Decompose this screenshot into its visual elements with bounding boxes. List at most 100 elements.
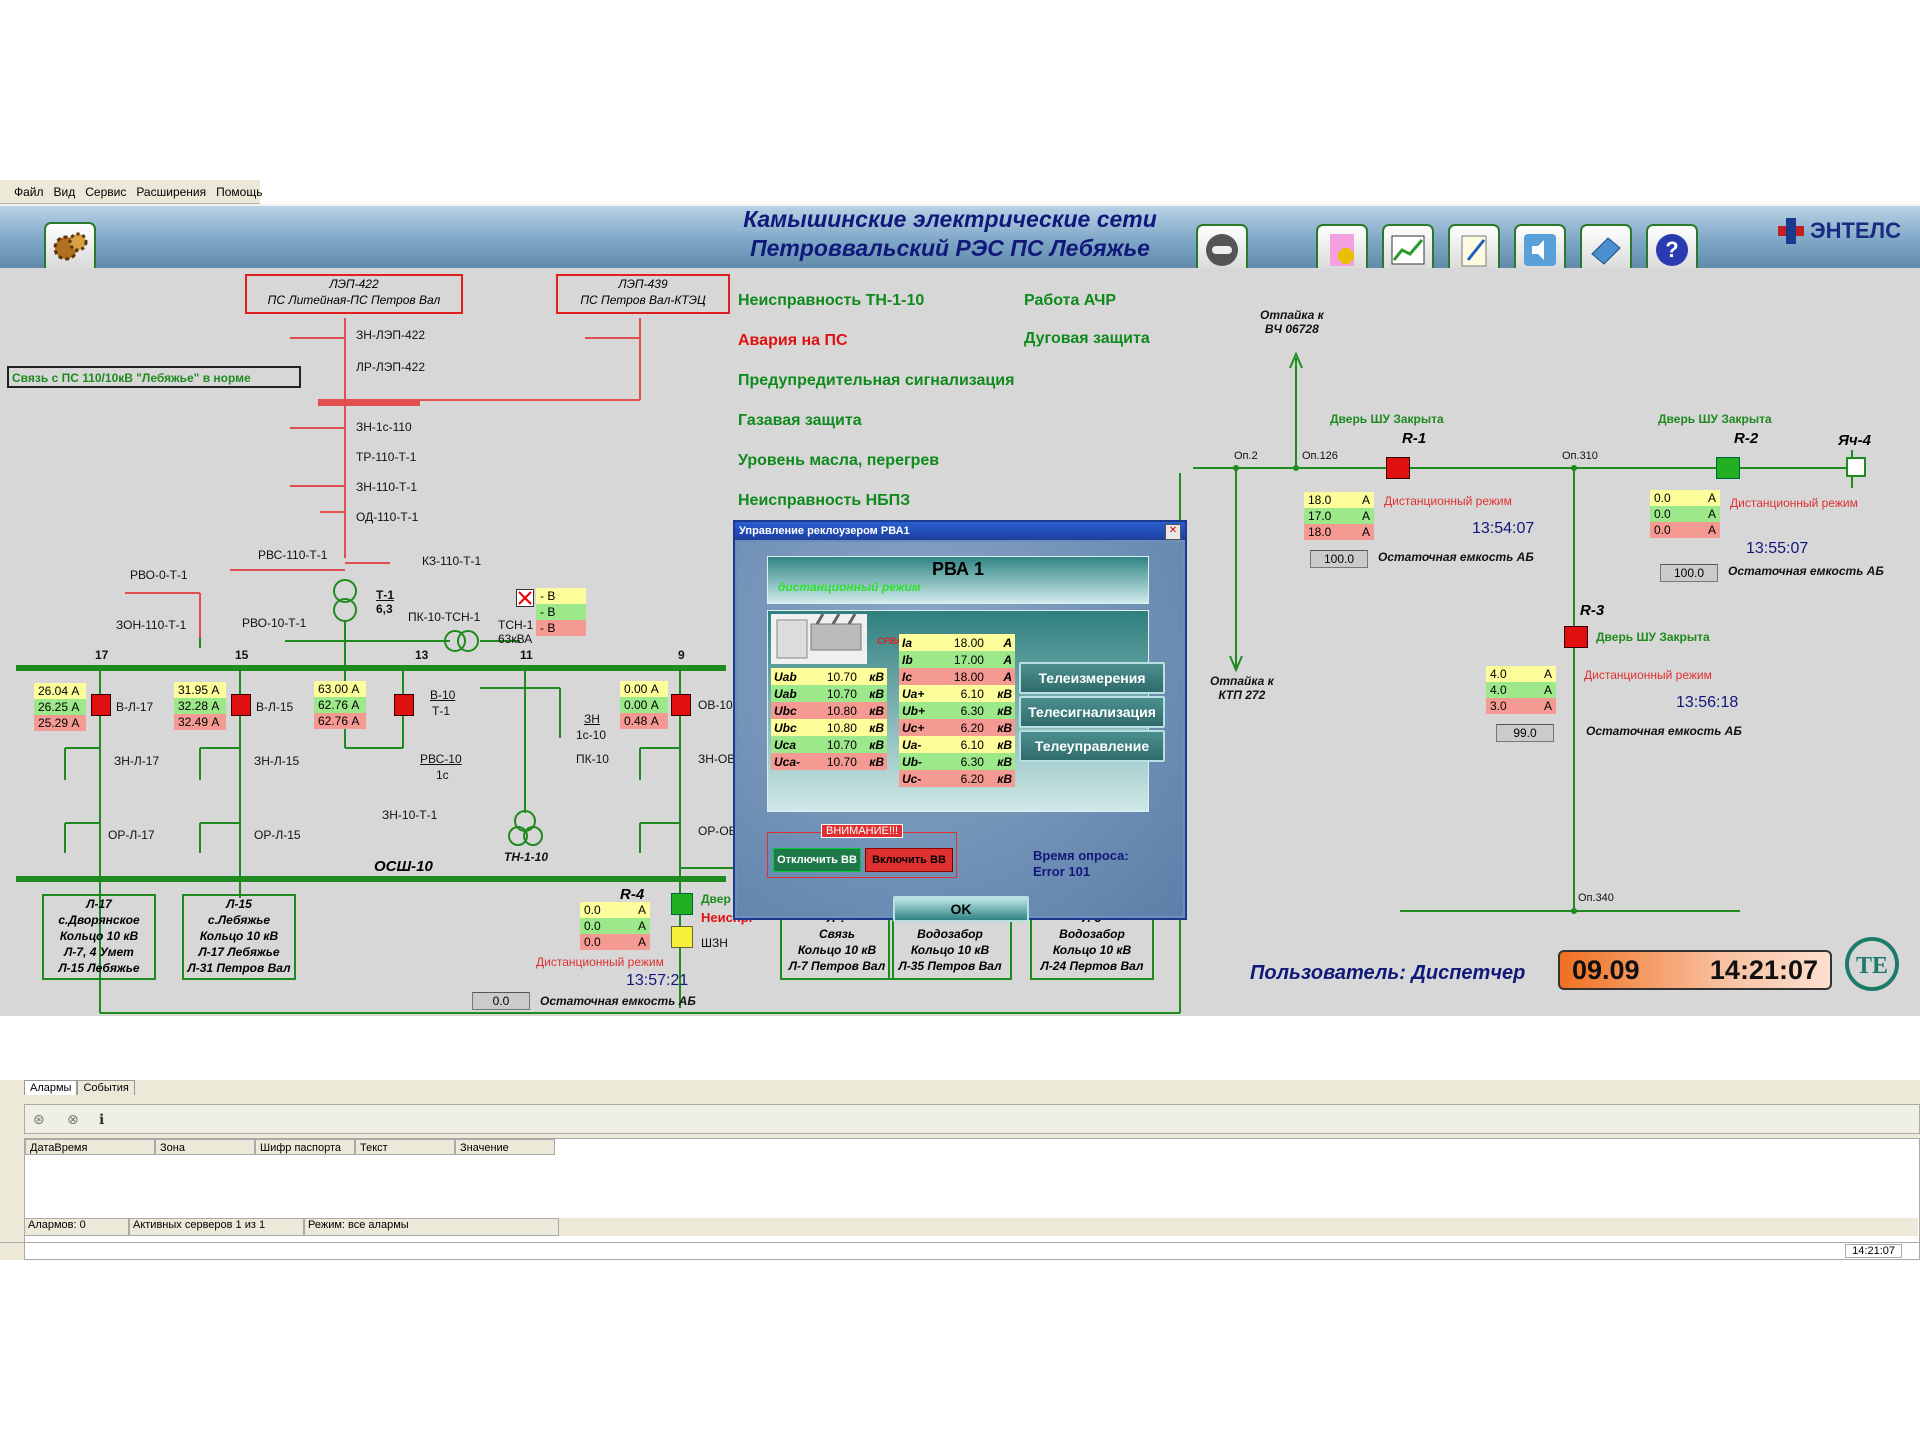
telecontrol-button[interactable]: Телеуправление [1019, 730, 1165, 762]
measure-unit: кВ [869, 686, 884, 701]
svg-text:?: ? [1665, 237, 1678, 262]
col-text[interactable]: Текст [355, 1139, 455, 1155]
report-button[interactable] [1316, 224, 1368, 276]
recloser-r3-capacity: 99.0 [1496, 724, 1554, 742]
ok-button[interactable]: OK [893, 896, 1029, 922]
breaker-on-button[interactable]: Включить ВВ [865, 848, 953, 872]
measure-value: 10.70 [826, 686, 857, 701]
status-clock: 14:21:07 [1845, 1244, 1902, 1258]
label-t1-value: 6,3 [376, 602, 393, 616]
cell-17: 17 [95, 648, 109, 662]
breaker-vl15[interactable] [231, 694, 251, 716]
alarm-tabs: Алармы События [24, 1080, 135, 1095]
help-icon: ? [1656, 234, 1688, 266]
label-zn-1c: ЗН [584, 712, 600, 726]
acknowledge-icon[interactable]: ⊛ [33, 1111, 45, 1127]
report-icon [1330, 234, 1354, 266]
menu-bar: Файл Вид Сервис Расширения Помощь [0, 180, 263, 204]
feeder-box-vodozabor-1[interactable]: Л-3ВодозаборКольцо 10 кВЛ-35 Петров Вал [888, 908, 1012, 980]
recloser-r1-door: Дверь ШУ Закрыта [1330, 412, 1444, 426]
notes-button[interactable] [1448, 224, 1500, 276]
measure-name: Ic [902, 669, 913, 684]
telesignal-button[interactable]: Телесигнализация [1019, 696, 1165, 728]
close-icon[interactable]: ✕ [1165, 524, 1181, 540]
measure-name: Ia [902, 635, 913, 650]
col-passport[interactable]: Шифр паспорта [255, 1139, 355, 1155]
measure-unit: кВ [869, 754, 884, 769]
label-znl17: ЗН-Л-17 [114, 754, 160, 768]
label-zn-lep: ЗН-ЛЭП-422 [356, 328, 426, 342]
menu-extensions[interactable]: Расширения [136, 184, 207, 199]
recloser-r2-mode: Дистанционный режим [1730, 496, 1858, 510]
breaker-ov10[interactable] [671, 694, 691, 716]
measure-value: 6.20 [960, 771, 984, 786]
tsn-alarm-icon[interactable] [516, 589, 534, 607]
label-t1: Т-1 [376, 588, 394, 602]
time-value: 14:21:07 [1709, 954, 1818, 985]
breaker-v10[interactable] [394, 694, 414, 716]
company-logo: ЭНТЕЛС [1776, 216, 1901, 246]
col-value[interactable]: Значение [455, 1139, 555, 1155]
phone-button[interactable] [1196, 224, 1248, 276]
label-orl17: ОР-Л-17 [108, 828, 155, 842]
alarm-count: Алармов: 0 [24, 1218, 129, 1236]
measure-value: 10.80 [826, 720, 857, 735]
trend-button[interactable] [1382, 224, 1434, 276]
info-icon[interactable]: ℹ [99, 1111, 105, 1127]
recloser-state: СРВА 1 ВВ замкнут [877, 636, 967, 646]
busbar-10kv-1 [16, 665, 726, 671]
menu-help[interactable]: Помощь [216, 184, 263, 199]
recloser-r3-capacity-label: Остаточная емкость АБ [1586, 724, 1742, 738]
label-op340: Оп.340 [1578, 892, 1614, 904]
recloser-r4-capacity: 0.0 [472, 992, 530, 1010]
measure-name: Uab [774, 686, 797, 701]
alarm-statusbar: Алармов: 0 Активных серверов 1 из 1 Режи… [24, 1218, 1918, 1236]
gears-button[interactable] [44, 222, 96, 274]
measure-unit: А [1003, 669, 1012, 684]
recloser-r4-door-indicator[interactable] [671, 893, 693, 915]
recloser-r2-capacity-label: Остаточная емкость АБ [1728, 564, 1884, 578]
breaker-vl17[interactable] [91, 694, 111, 716]
recloser-r3-breaker[interactable] [1564, 626, 1588, 648]
measure-name: Ua+ [902, 686, 925, 701]
menu-file[interactable]: Файл [14, 184, 44, 199]
recloser-r4-mode: Дистанционный режим [536, 955, 664, 969]
recloser-r4-shzn-indicator[interactable] [671, 926, 693, 948]
gears-icon [53, 232, 88, 261]
recloser-r1-breaker[interactable] [1386, 457, 1410, 479]
trend-chart-icon [1391, 235, 1425, 265]
acknowledge-all-icon[interactable]: ⊗ [67, 1111, 79, 1127]
col-datetime[interactable]: ДатаВремя [25, 1139, 155, 1155]
telemetry-button[interactable]: Телеизмерения [1019, 662, 1165, 694]
col-zone[interactable]: Зона [155, 1139, 255, 1155]
label-op2: Оп.2 [1234, 450, 1258, 462]
tab-events[interactable]: События [77, 1080, 135, 1095]
label-vl15: В-Л-15 [256, 700, 294, 714]
menu-view[interactable]: Вид [53, 184, 76, 199]
measure-value: 10.70 [826, 754, 857, 769]
cell-ya4-switch[interactable] [1846, 457, 1866, 477]
tab-alarms[interactable]: Алармы [24, 1080, 78, 1095]
alarm-mode: Режим: все алармы [304, 1218, 559, 1236]
alarm-toolbar: ⊛ ⊗ ℹ [24, 1104, 1920, 1134]
measure-name: Ub+ [902, 703, 926, 718]
label-rvs-110: РВС-110-Т-1 [258, 548, 328, 562]
manual-button[interactable] [1580, 224, 1632, 276]
help-button[interactable]: ? [1646, 224, 1698, 276]
menu-service[interactable]: Сервис [85, 184, 127, 199]
measure-name: Ubc [774, 703, 797, 718]
recloser-r2-breaker[interactable] [1716, 457, 1740, 479]
label-rvs10-1c: 1с [436, 768, 449, 782]
breaker-off-button[interactable]: Отключить ВВ [773, 848, 861, 872]
